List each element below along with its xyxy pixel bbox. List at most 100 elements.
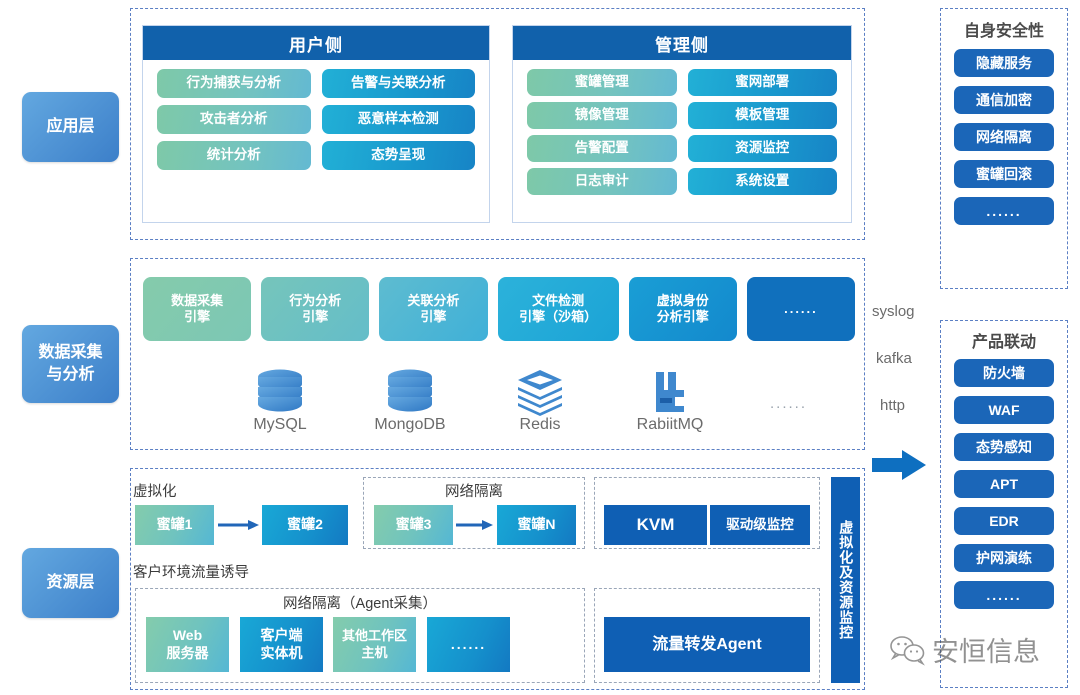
driver-monitor-box[interactable]: 驱动级监控	[710, 505, 810, 545]
client-physical-machine-box[interactable]: 客户端 实体机	[240, 617, 323, 672]
user-side-item-behavior-capture[interactable]: 行为捕获与分析	[157, 69, 311, 98]
product-linkage-panel-title: 产品联动	[971, 334, 1036, 351]
user-side-item-malware-detection[interactable]: 恶意样本检测	[321, 105, 475, 134]
network-isolation-group-1: 网络隔离	[363, 477, 585, 549]
engine-correlation-analysis[interactable]: 关联分析 引擎	[379, 277, 488, 341]
data-store-redis-label: Redis	[519, 416, 561, 433]
data-layer-container	[130, 258, 865, 450]
data-store-redis: Redis	[475, 368, 605, 440]
client-physical-machine-box-line1: 客户端	[260, 627, 303, 643]
database-icon	[258, 369, 302, 412]
mgmt-item-honeynet-deploy[interactable]: 蜜网部署	[687, 69, 837, 96]
mgmt-item-alert-config-label: 告警配置	[574, 140, 629, 156]
user-side-item-attacker-analysis[interactable]: 攻击者分析	[157, 105, 311, 134]
arrow-right-icon	[456, 520, 493, 530]
data-store-mongodb: MongoDB	[345, 368, 475, 440]
engine-virtual-identity-analysis[interactable]: 虚拟身份 分析引擎	[628, 277, 737, 341]
virtualization-label: 虚拟化	[133, 484, 177, 500]
layer-chip-data-label-line2: 与分析	[46, 366, 95, 383]
panel-user-side-header: 用户侧	[143, 26, 489, 60]
engine-file-detection-sandbox-line1: 文件检测	[532, 292, 585, 308]
self-security-item-hidden-service[interactable]: 隐藏服务	[954, 49, 1054, 77]
arrow-right-icon	[872, 450, 926, 480]
self-security-item-hidden-service-label: 隐藏服务	[976, 54, 1032, 71]
product-linkage-item-apt-label: APT	[990, 475, 1018, 492]
self-security-item-honeypot-rollback[interactable]: 蜜罐回滚	[954, 160, 1054, 188]
self-security-item-more[interactable]: ......	[954, 197, 1054, 225]
product-linkage-item-cyber-drill-label: 护网演练	[976, 549, 1032, 566]
engine-virtual-identity-analysis-line1: 虚拟身份	[656, 292, 709, 308]
product-linkage-item-situation-awareness-label: 态势感知	[976, 438, 1032, 455]
web-server-box-line1: Web	[172, 627, 203, 643]
self-security-item-comm-encryption[interactable]: 通信加密	[954, 86, 1054, 114]
self-security-item-network-isolation[interactable]: 网络隔离	[954, 123, 1054, 151]
data-store-rabbitmq-label: RabiitMQ	[636, 416, 704, 433]
honeypot-2[interactable]: 蜜罐2	[262, 505, 348, 545]
engine-data-collection-line1: 数据采集	[171, 292, 224, 308]
data-store-mongodb-label: MongoDB	[374, 416, 446, 433]
product-linkage-item-waf[interactable]: WAF	[954, 396, 1054, 424]
product-linkage-item-firewall[interactable]: 防火墙	[954, 359, 1054, 387]
engine-behavior-analysis-line2: 引擎	[302, 309, 329, 324]
agent-group-more-box-label: ......	[450, 635, 487, 652]
data-store-mysql-label: MySQL	[253, 416, 307, 433]
mgmt-item-image-mgmt[interactable]: 镜像管理	[527, 102, 677, 129]
engine-file-detection-sandbox-line2: 引擎（沙箱）	[519, 309, 598, 324]
mgmt-item-log-audit[interactable]: 日志审计	[527, 168, 677, 195]
other-workspace-host-box[interactable]: 其他工作区 主机	[333, 617, 416, 672]
product-linkage-item-more[interactable]: ......	[954, 581, 1054, 609]
honeypot-n-label: 蜜罐N	[517, 516, 556, 533]
layer-chip-resource: 资源层	[22, 548, 119, 618]
engine-more[interactable]: ......	[746, 277, 856, 341]
product-linkage-item-edr[interactable]: EDR	[954, 507, 1054, 535]
web-server-box[interactable]: Web 服务器	[146, 617, 229, 672]
product-linkage-item-waf-label: WAF	[988, 401, 1020, 418]
mgmt-item-system-settings-label: 系统设置	[735, 173, 790, 189]
kvm-box[interactable]: KVM	[604, 505, 707, 545]
self-security-panel: 自身安全性 隐藏服务 通信加密 网络隔离 蜜罐回滚 ......	[940, 8, 1068, 289]
mgmt-item-resource-monitor-label: 资源监控	[735, 140, 790, 156]
mgmt-item-system-settings[interactable]: 系统设置	[687, 168, 837, 195]
honeypot-3-label: 蜜罐3	[395, 516, 432, 533]
self-security-item-honeypot-rollback-label: 蜜罐回滚	[976, 165, 1032, 182]
mgmt-item-template-mgmt[interactable]: 模板管理	[687, 102, 837, 129]
virtualization-resource-monitor-bar-label: 虚拟化及资源监控	[838, 520, 855, 640]
honeypot-n[interactable]: 蜜罐N	[497, 505, 576, 545]
mgmt-item-resource-monitor[interactable]: 资源监控	[687, 135, 837, 162]
mgmt-item-honeypot-mgmt-label: 蜜罐管理	[574, 74, 629, 90]
honeypot-1[interactable]: 蜜罐1	[135, 505, 214, 545]
mgmt-item-honeypot-mgmt[interactable]: 蜜罐管理	[527, 69, 677, 96]
user-side-item-situation-display-label: 态势呈现	[371, 147, 426, 163]
engine-data-collection[interactable]: 数据采集 引擎	[143, 277, 252, 341]
panel-user-side-title: 用户侧	[289, 35, 343, 55]
product-linkage-item-situation-awareness[interactable]: 态势感知	[954, 433, 1054, 461]
protocol-syslog: syslog	[872, 303, 915, 320]
agent-group-more-box[interactable]: ......	[427, 617, 510, 672]
engine-behavior-analysis-line1: 行为分析	[289, 292, 342, 308]
kvm-group	[594, 477, 820, 549]
mgmt-item-template-mgmt-label: 模板管理	[735, 107, 790, 123]
other-workspace-host-box-line1: 其他工作区	[341, 628, 407, 644]
database-icon	[388, 369, 432, 412]
mgmt-item-honeynet-deploy-label: 蜜网部署	[735, 74, 790, 90]
stack-icon	[518, 370, 562, 416]
engine-file-detection-sandbox[interactable]: 文件检测 引擎（沙箱）	[497, 277, 619, 341]
panel-management-side-header: 管理侧	[513, 26, 851, 60]
self-security-item-comm-encryption-label: 通信加密	[976, 91, 1032, 108]
user-side-item-situation-display[interactable]: 态势呈现	[321, 141, 475, 170]
resource-layer-container	[130, 468, 865, 690]
other-workspace-host-box-line2: 主机	[361, 644, 388, 660]
web-server-box-line2: 服务器	[166, 644, 209, 661]
engine-behavior-analysis[interactable]: 行为分析 引擎	[261, 277, 370, 341]
user-side-item-alert-correlation[interactable]: 告警与关联分析	[321, 69, 475, 98]
user-side-item-statistics[interactable]: 统计分析	[157, 141, 311, 170]
layer-chip-application: 应用层	[22, 92, 119, 162]
forward-agent-box[interactable]: 流量转发Agent	[604, 617, 810, 672]
self-security-panel-title: 自身安全性	[963, 23, 1044, 40]
honeypot-3[interactable]: 蜜罐3	[374, 505, 453, 545]
mgmt-item-alert-config[interactable]: 告警配置	[527, 135, 677, 162]
product-linkage-item-apt[interactable]: APT	[954, 470, 1054, 498]
product-linkage-item-cyber-drill[interactable]: 护网演练	[954, 544, 1054, 572]
data-stores-row: MySQL MongoDB Redis	[215, 368, 735, 440]
user-side-item-alert-correlation-label: 告警与关联分析	[351, 75, 446, 91]
